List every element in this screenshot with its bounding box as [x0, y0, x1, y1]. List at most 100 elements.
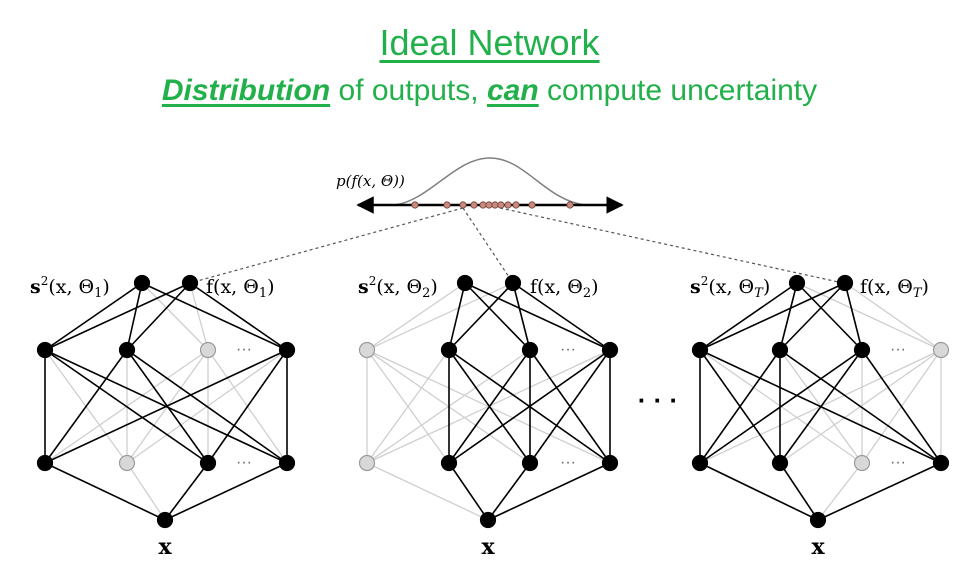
sample-point	[485, 201, 493, 209]
active-neuron	[181, 274, 199, 292]
sample-point	[470, 201, 478, 209]
active-neuron	[691, 454, 709, 472]
dashed-connection	[462, 207, 514, 284]
active-connection	[126, 349, 288, 464]
variance-label-2: s2(x, Θ2)	[358, 274, 438, 301]
active-neuron	[504, 274, 522, 292]
inactive-connection	[817, 462, 863, 521]
active-connection	[44, 349, 128, 464]
sample-point	[512, 201, 520, 209]
active-neuron	[440, 341, 458, 359]
dropped-neuron	[358, 454, 376, 472]
active-connection	[779, 349, 942, 464]
network-3	[691, 274, 950, 529]
active-neuron	[809, 511, 827, 529]
active-neuron	[601, 341, 619, 359]
page-subtitle: Distribution of outputs, can compute unc…	[0, 74, 979, 108]
active-neuron	[36, 454, 54, 472]
active-connection	[844, 282, 863, 351]
network-edges	[366, 282, 611, 521]
active-neuron	[521, 454, 539, 472]
inactive-connection	[366, 282, 466, 351]
network-1	[36, 274, 296, 529]
inactive-connection	[126, 462, 166, 521]
active-connection	[487, 462, 531, 521]
active-connection	[126, 282, 143, 351]
active-connection	[164, 462, 288, 521]
active-connection	[448, 462, 489, 521]
active-neuron	[853, 341, 871, 359]
active-connection	[779, 282, 846, 351]
active-connection	[448, 349, 531, 464]
sample-connections	[189, 207, 844, 284]
dropped-neuron	[199, 341, 217, 359]
active-neuron	[36, 341, 54, 359]
inactive-connection	[366, 349, 450, 464]
active-neuron	[788, 274, 806, 292]
active-connection	[44, 349, 288, 464]
network-nodes	[691, 274, 950, 529]
sample-point	[411, 201, 419, 209]
sample-point	[497, 201, 505, 209]
active-connection	[779, 462, 819, 521]
output-label-2: f(x, Θ2)	[530, 276, 599, 301]
active-connection	[189, 282, 288, 351]
layer-ellipsis-3b: ···	[890, 454, 906, 471]
active-connection	[464, 282, 531, 351]
active-connection	[699, 462, 819, 521]
network-nodes	[358, 274, 619, 529]
network-ensemble	[36, 274, 950, 529]
sample-point	[504, 201, 512, 209]
active-neuron	[521, 341, 539, 359]
active-neuron	[440, 454, 458, 472]
active-connection	[487, 462, 611, 521]
active-connection	[164, 462, 209, 521]
active-neuron	[456, 274, 474, 292]
sample-point	[566, 201, 574, 209]
subtitle-emphasis-distribution: Distribution	[161, 74, 331, 107]
dashed-connection	[499, 207, 844, 284]
active-neuron	[278, 454, 296, 472]
active-connection	[861, 349, 942, 464]
active-neuron	[118, 341, 136, 359]
active-neuron	[156, 511, 174, 529]
dashed-connection	[189, 207, 464, 284]
exponent-2: 2	[41, 274, 49, 288]
network-nodes	[36, 274, 296, 529]
sample-point	[443, 201, 451, 209]
active-neuron	[479, 511, 497, 529]
sample-point	[459, 201, 467, 209]
layer-ellipsis-1b: ···	[236, 454, 252, 471]
layer-ellipsis-1a: ···	[236, 341, 252, 358]
active-connection	[699, 349, 781, 464]
dropped-neuron	[932, 341, 950, 359]
active-neuron	[771, 454, 789, 472]
active-connection	[529, 349, 611, 464]
between-networks-ellipsis: · · ·	[638, 385, 678, 415]
active-connection	[44, 282, 143, 351]
inactive-connection	[189, 282, 209, 351]
active-connection	[512, 282, 611, 351]
layer-ellipsis-2a: ···	[560, 341, 576, 358]
active-connection	[44, 462, 166, 521]
active-connection	[699, 282, 798, 351]
input-label-2: x	[481, 534, 495, 560]
active-connection	[817, 462, 942, 521]
active-neuron	[771, 341, 789, 359]
active-connection	[448, 349, 611, 464]
output-label-3: f(x, ΘT)	[860, 276, 929, 301]
sample-point	[479, 201, 487, 209]
active-connection	[699, 349, 942, 464]
active-connection	[44, 349, 209, 464]
active-connection	[448, 282, 466, 351]
input-label-3: x	[811, 534, 825, 560]
active-connection	[448, 282, 514, 351]
inactive-connection	[141, 282, 209, 351]
output-samples	[411, 201, 574, 209]
sample-point	[528, 201, 536, 209]
network-edges	[699, 282, 942, 521]
exponent-2: 2	[701, 274, 709, 288]
subtitle-emphasis-can: can	[486, 74, 539, 107]
active-neuron	[691, 341, 709, 359]
